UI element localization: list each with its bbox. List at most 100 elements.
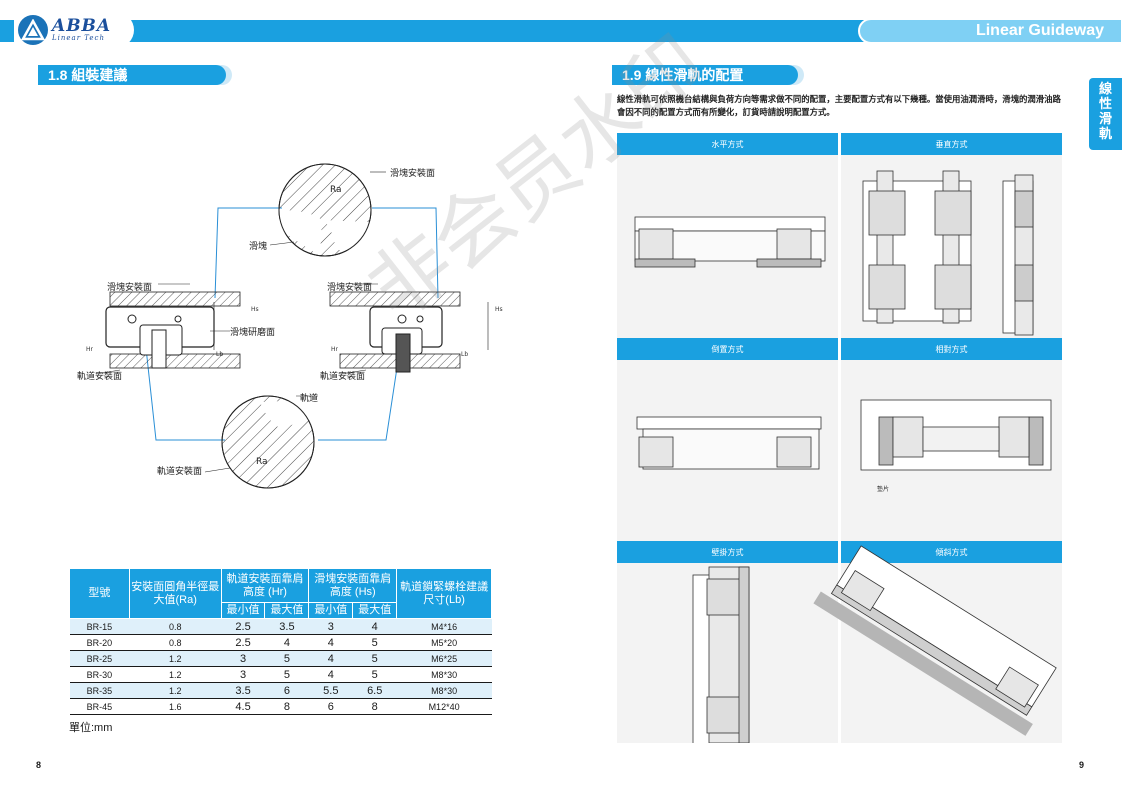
header-lb: 軌道鎖緊螺栓建議尺寸(Lb) bbox=[396, 568, 492, 619]
cell-hr-min: 3.5 bbox=[221, 682, 265, 699]
table-row: BR-20 0.8 2.5 4 4 5 M5*20 bbox=[69, 634, 492, 651]
cell-hr-max: 8 bbox=[264, 698, 309, 715]
cell-lb: M5*20 bbox=[396, 634, 492, 651]
cell-hs-max: 5 bbox=[352, 634, 397, 651]
label-block-mount-surface-left: 滑塊安裝面 bbox=[107, 283, 153, 293]
label-hs-left: Hs bbox=[251, 306, 259, 313]
cell-hs-max: 5 bbox=[352, 650, 397, 667]
label-hr-right: Hr bbox=[331, 346, 338, 353]
label-rail: 軌道 bbox=[300, 394, 319, 404]
panel-header-inverted: 倒置方式 bbox=[617, 338, 838, 360]
cell-hs-min: 4 bbox=[308, 634, 353, 651]
cell-hr-max: 6 bbox=[264, 682, 309, 699]
label-ra-bottom: Ra bbox=[256, 457, 268, 467]
cell-model: BR-45 bbox=[69, 698, 130, 715]
cell-hs-max: 5 bbox=[352, 666, 397, 683]
header-hr: 軌道安裝面靠肩高度 (Hr) bbox=[220, 568, 310, 603]
label-block-mount-surface: 滑塊安裝面 bbox=[390, 169, 436, 179]
abba-logo-icon bbox=[18, 15, 48, 45]
cell-hr-min: 3 bbox=[221, 650, 265, 667]
cell-ra: 1.2 bbox=[129, 650, 222, 667]
cell-model: BR-30 bbox=[69, 666, 130, 683]
cell-hr-max: 5 bbox=[264, 666, 309, 683]
cell-ra: 0.8 bbox=[129, 618, 222, 635]
table-row: BR-45 1.6 4.5 8 6 8 M12*40 bbox=[69, 698, 492, 715]
brand-tagline: Linear Tech bbox=[52, 34, 105, 42]
cell-model: BR-15 bbox=[69, 618, 130, 635]
panel-header-vertical: 垂直方式 bbox=[841, 133, 1062, 155]
table-row: BR-15 0.8 2.5 3.5 3 4 M4*16 bbox=[69, 618, 492, 635]
table-row: BR-25 1.2 3 5 4 5 M6*25 bbox=[69, 650, 492, 667]
label-hs-right: Hs bbox=[495, 306, 503, 313]
label-spacer: 墊片 bbox=[877, 486, 890, 493]
cell-hr-max: 3.5 bbox=[264, 618, 309, 635]
cell-ra: 1.2 bbox=[129, 666, 222, 683]
label-lb-left: Lb bbox=[216, 351, 224, 358]
unit-label: 單位:mm bbox=[69, 722, 113, 734]
table-row: BR-30 1.2 3 5 4 5 M8*30 bbox=[69, 666, 492, 683]
label-block: 滑塊 bbox=[249, 242, 268, 252]
section-title-right: 1.9 線性滑軌的配置 bbox=[610, 65, 798, 85]
configuration-drawings bbox=[634, 170, 1057, 743]
cell-lb: M8*30 bbox=[396, 666, 492, 683]
header-bar-left bbox=[0, 20, 561, 42]
cell-hs-max: 6.5 bbox=[352, 682, 397, 699]
page-number-right: 9 bbox=[1079, 760, 1085, 770]
cell-lb: M4*16 bbox=[396, 618, 492, 635]
cell-hs-min: 5.5 bbox=[308, 682, 353, 699]
label-rail-mount-surface-left: 軌道安裝面 bbox=[77, 372, 123, 382]
cell-model: BR-25 bbox=[69, 650, 130, 667]
label-ra-top: Ra bbox=[330, 185, 342, 195]
cell-hr-max: 4 bbox=[264, 634, 309, 651]
cell-model: BR-35 bbox=[69, 682, 130, 699]
header-bar-right bbox=[561, 18, 1122, 44]
header-ra: 安裝面圓角半徑最大值(Ra) bbox=[128, 568, 222, 619]
brand-name: ABBA bbox=[52, 16, 112, 36]
panel-header-wall: 壁掛方式 bbox=[617, 541, 838, 563]
panel-header-horizontal: 水平方式 bbox=[617, 133, 838, 155]
cell-hs-max: 4 bbox=[352, 618, 397, 635]
cell-hs-max: 8 bbox=[352, 698, 397, 715]
cell-hs-min: 4 bbox=[308, 650, 353, 667]
panel-header-opposed: 相對方式 bbox=[841, 338, 1062, 360]
cell-model: BR-20 bbox=[69, 634, 130, 651]
header-hs-min: 最小值 bbox=[308, 602, 354, 619]
page-number-left: 8 bbox=[36, 760, 42, 770]
header-hr-min: 最小值 bbox=[220, 602, 266, 619]
header-hs-max: 最大值 bbox=[352, 602, 398, 619]
cell-hr-min: 3 bbox=[221, 666, 265, 683]
header-hs: 滑塊安裝面靠肩高度 (Hs) bbox=[308, 568, 398, 603]
label-block-mount-surface-right: 滑塊安裝面 bbox=[327, 283, 373, 293]
cell-hr-min: 2.5 bbox=[221, 618, 265, 635]
cell-lb: M8*30 bbox=[396, 682, 492, 699]
header-model: 型號 bbox=[69, 568, 130, 619]
cell-hr-min: 2.5 bbox=[221, 634, 265, 651]
cell-ra: 1.6 bbox=[129, 698, 222, 715]
brand: ABBA Linear Tech bbox=[14, 12, 134, 48]
panel-header-inclined: 傾斜方式 bbox=[841, 541, 1062, 563]
label-lb-right: Lb bbox=[461, 351, 469, 358]
intro-paragraph: 線性滑軌可依照機台結構與負荷方向等需求做不同的配置，主要配置方式有以下幾種。當使… bbox=[617, 94, 1061, 117]
cell-lb: M12*40 bbox=[396, 698, 492, 715]
spec-table: 型號 安裝面圓角半徑最大值(Ra) 軌道安裝面靠肩高度 (Hr) 滑塊安裝面靠肩… bbox=[69, 568, 492, 715]
cell-lb: M6*25 bbox=[396, 650, 492, 667]
side-tab-label: 線性滑軌 bbox=[1098, 82, 1112, 142]
header-tab-shape bbox=[858, 18, 1122, 44]
cell-ra: 0.8 bbox=[129, 634, 222, 651]
header-hr-max: 最大值 bbox=[264, 602, 310, 619]
cell-hs-min: 6 bbox=[308, 698, 353, 715]
label-rail-mount-surface-right: 軌道安裝面 bbox=[320, 372, 366, 382]
header-title: Linear Guideway bbox=[975, 22, 1104, 39]
cell-hr-min: 4.5 bbox=[221, 698, 265, 715]
cell-hs-min: 3 bbox=[308, 618, 353, 635]
table-row: BR-35 1.2 3.5 6 5.5 6.5 M8*30 bbox=[69, 682, 492, 699]
side-tab: 線性滑軌 bbox=[1089, 78, 1122, 150]
label-rail-mount-surface-bottom: 軌道安裝面 bbox=[157, 467, 203, 477]
label-block-ground-surface: 滑塊研磨面 bbox=[230, 328, 276, 338]
label-hr-left: Hr bbox=[86, 346, 93, 353]
cell-ra: 1.2 bbox=[129, 682, 222, 699]
section-title-left: 1.8 組裝建議 bbox=[38, 65, 226, 85]
cell-hr-max: 5 bbox=[264, 650, 309, 667]
assembly-diagram bbox=[95, 163, 489, 489]
cell-hs-min: 4 bbox=[308, 666, 353, 683]
